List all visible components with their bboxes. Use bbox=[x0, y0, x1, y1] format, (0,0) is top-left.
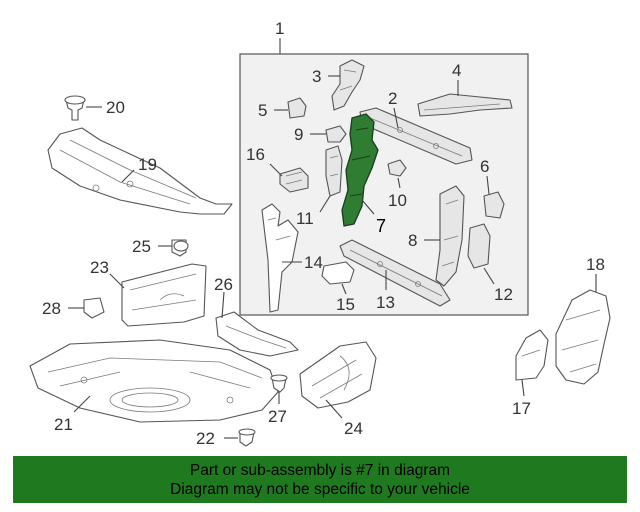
part-17-bracket[interactable] bbox=[515, 329, 549, 381]
part-7-highlighted-support[interactable] bbox=[341, 113, 379, 227]
callout-7: 7 bbox=[376, 216, 386, 236]
callout-19: 19 bbox=[138, 155, 157, 174]
part-20-clip[interactable] bbox=[64, 95, 86, 121]
part-13-lower-support[interactable] bbox=[339, 239, 451, 307]
callout-27: 27 bbox=[268, 407, 287, 426]
callout-8: 8 bbox=[408, 231, 417, 250]
part-26-cover[interactable] bbox=[215, 311, 299, 357]
part-21-under-cover[interactable] bbox=[29, 339, 279, 423]
callout-21: 21 bbox=[54, 415, 73, 434]
part-14-left-support[interactable] bbox=[261, 203, 299, 313]
callout-18: 18 bbox=[586, 255, 605, 274]
part-12-bracket[interactable] bbox=[467, 223, 491, 269]
part-24-cover[interactable] bbox=[299, 341, 377, 409]
callout-16: 16 bbox=[246, 145, 265, 164]
callout-13: 13 bbox=[376, 293, 395, 312]
part-23-cover[interactable] bbox=[121, 263, 207, 327]
part-28-clip[interactable] bbox=[83, 297, 105, 319]
part-4-support[interactable] bbox=[417, 93, 513, 117]
part-10-clip[interactable] bbox=[387, 159, 407, 177]
banner-line-1: Part or sub-assembly is #7 in diagram bbox=[189, 462, 451, 479]
info-banner: Part or sub-assembly is #7 in diagram Di… bbox=[13, 456, 627, 503]
callout-23: 23 bbox=[90, 258, 109, 277]
part-3-bracket[interactable] bbox=[331, 59, 365, 111]
part-25-clip[interactable] bbox=[171, 239, 189, 257]
callout-10: 10 bbox=[388, 191, 407, 210]
callout-5: 5 bbox=[258, 101, 267, 120]
callout-12: 12 bbox=[494, 285, 513, 304]
part-8-side-support[interactable] bbox=[435, 185, 465, 287]
part-9-clip[interactable] bbox=[325, 125, 347, 143]
callout-20: 20 bbox=[106, 98, 125, 117]
callout-11: 11 bbox=[296, 209, 314, 228]
callout-26: 26 bbox=[214, 275, 233, 294]
callout-24: 24 bbox=[344, 419, 363, 438]
callout-15: 15 bbox=[336, 295, 355, 314]
part-15-bracket[interactable] bbox=[321, 261, 355, 285]
part-16-bracket[interactable] bbox=[279, 167, 309, 193]
callout-1: 1 bbox=[275, 19, 284, 38]
callout-9: 9 bbox=[294, 125, 303, 144]
callout-3: 3 bbox=[312, 67, 321, 86]
part-5-bracket[interactable] bbox=[287, 97, 307, 119]
part-6-bracket[interactable] bbox=[483, 191, 505, 219]
callout-22: 22 bbox=[196, 429, 215, 448]
callout-4: 4 bbox=[452, 61, 461, 80]
callout-14: 14 bbox=[304, 253, 323, 272]
part-18-fender-bracket[interactable] bbox=[555, 289, 611, 385]
part-11-side-support[interactable] bbox=[325, 145, 343, 197]
part-27-clip[interactable] bbox=[270, 374, 288, 393]
callout-28: 28 bbox=[42, 299, 61, 318]
callout-2: 2 bbox=[388, 89, 397, 108]
callout-25: 25 bbox=[132, 237, 151, 256]
banner-line-2: Diagram may not be specific to your vehi… bbox=[170, 481, 470, 498]
parts-diagram: 1 20 19 25 23 28 26 bbox=[29, 19, 611, 448]
callout-17: 17 bbox=[512, 399, 531, 418]
part-19-cover[interactable] bbox=[47, 127, 233, 215]
callout-6: 6 bbox=[480, 157, 489, 176]
part-22-clip[interactable] bbox=[238, 428, 256, 447]
